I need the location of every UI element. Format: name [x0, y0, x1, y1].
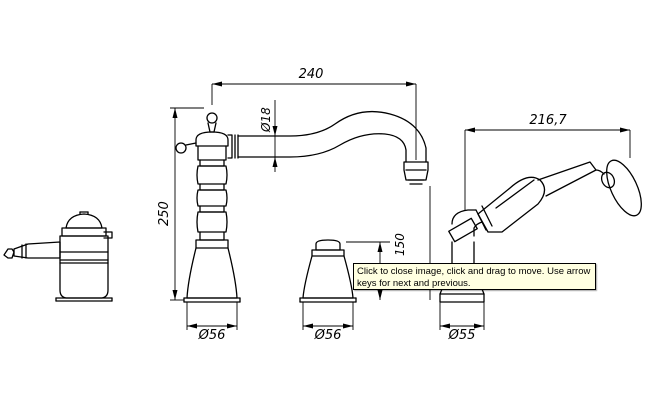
spout-aerator — [403, 161, 429, 181]
cold-valve — [299, 239, 357, 303]
image-viewer-tooltip[interactable]: Click to close image, click and drag to … — [353, 263, 596, 290]
dim-spout-base-diameter: Ø56 — [198, 328, 226, 343]
handshower-grip — [477, 176, 546, 233]
handshower-head — [606, 159, 642, 217]
left-lever-body — [13, 241, 61, 259]
dim-valve-base-diameter: Ø56 — [314, 328, 342, 343]
spout-tap — [175, 110, 429, 303]
left-mixer-cap — [65, 213, 103, 229]
tooltip-text: Click to close image, click and drag to … — [357, 266, 591, 289]
dim-spout-diameter: Ø18 — [259, 107, 273, 133]
spout-handle-knob — [206, 112, 218, 124]
dimension-arrows — [172, 81, 630, 329]
dim-spout-reach: 240 — [299, 67, 324, 82]
handshower — [439, 159, 642, 303]
dim-total-height: 250 — [157, 201, 172, 226]
left-lever-knob — [3, 248, 15, 259]
dim-handshower-base-diameter: Ø55 — [448, 328, 476, 343]
dim-holder-height: 150 — [393, 233, 407, 256]
left-mixer-valve — [3, 211, 113, 302]
dim-handshower-reach: 216,7 — [529, 113, 567, 128]
